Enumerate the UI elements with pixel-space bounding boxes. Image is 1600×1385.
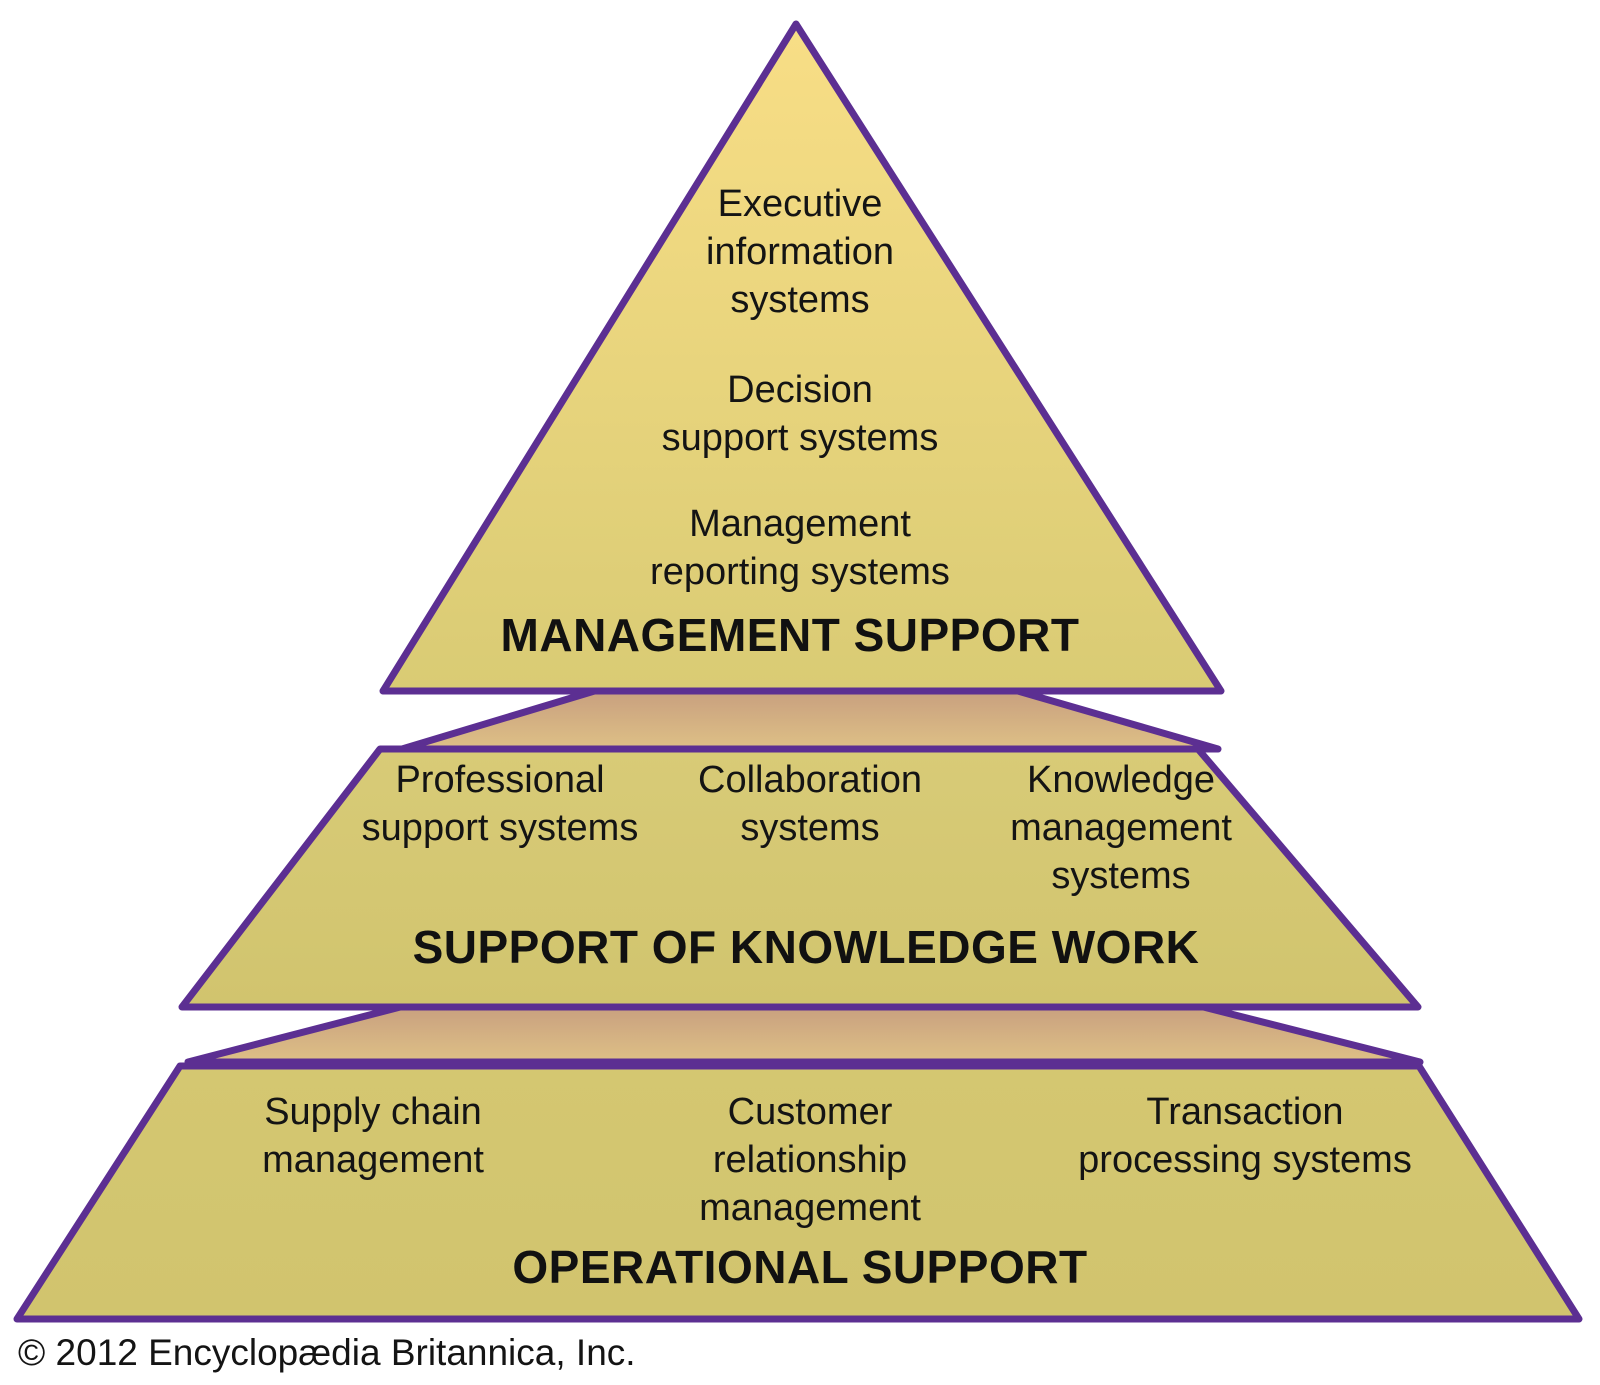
item-executive-information-systems: Executive information systems bbox=[706, 183, 894, 321]
tier-operational-support-shape bbox=[13, 1062, 1583, 1323]
item-decision-support-systems: Decision support systems bbox=[661, 369, 939, 459]
item-supply-chain-management: Supply chain management bbox=[262, 1091, 484, 1181]
label-support-of-knowledge-work: SUPPORT OF KNOWLEDGE WORK bbox=[412, 921, 1200, 973]
copyright-text: © 2012 Encyclopædia Britannica, Inc. bbox=[18, 1332, 636, 1373]
item-collaboration-systems: Collaboration systems bbox=[698, 759, 922, 849]
tier-support-of-knowledge-work-shape bbox=[178, 745, 1422, 1011]
item-customer-relationship-management: Customer relationship management bbox=[699, 1091, 921, 1229]
label-management-support: MANAGEMENT SUPPORT bbox=[500, 609, 1080, 661]
item-professional-support-systems: Professional support systems bbox=[361, 759, 639, 849]
label-operational-support: OPERATIONAL SUPPORT bbox=[512, 1241, 1088, 1293]
tier-management-support-shape bbox=[379, 20, 1225, 695]
item-knowledge-management-systems: Knowledge management systems bbox=[1010, 759, 1232, 897]
item-management-reporting-systems: Management reporting systems bbox=[650, 503, 950, 593]
item-transaction-processing-systems: Transaction processing systems bbox=[1078, 1091, 1412, 1181]
